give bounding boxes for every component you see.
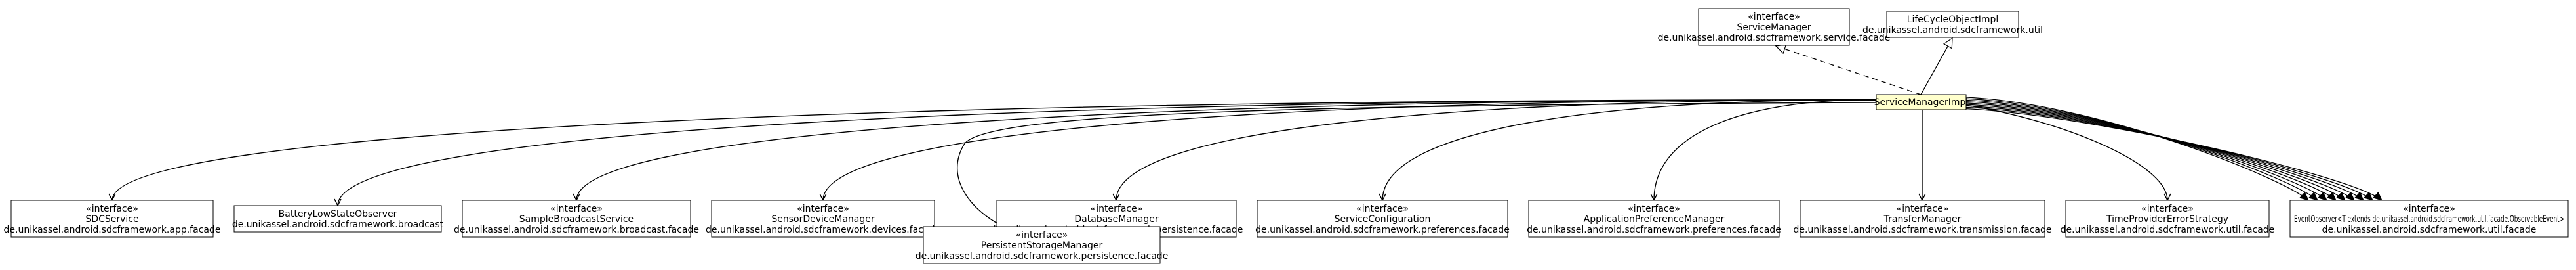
node-name: EventObserver<T extends de.unikassel.and… xyxy=(2294,214,2564,225)
dependency-edge-3 xyxy=(823,99,1877,200)
node-name: BatteryLowStateObserver xyxy=(279,209,397,219)
node-stereotype: «interface» xyxy=(1016,230,1068,240)
node-stereotype: «interface» xyxy=(86,204,138,214)
event-observer-edge-5 xyxy=(1965,104,2355,201)
node-package: de.unikassel.android.sdcframework.util xyxy=(1862,25,2043,35)
node-package: de.unikassel.android.sdcframework.util.f… xyxy=(2061,225,2275,235)
node-name: PersistentStorageManager xyxy=(981,240,1103,251)
node-package: de.unikassel.android.sdcframework.device… xyxy=(706,225,940,235)
row-node-application-preference-manager: «interface» ApplicationPreferenceManager… xyxy=(1527,200,1781,238)
dependency-edge-8 xyxy=(1965,104,2167,200)
center-node-box xyxy=(1876,94,1967,110)
event-observer-edge-1 xyxy=(1965,98,2318,201)
node-package: de.unikassel.android.sdcframework.app.fa… xyxy=(4,225,221,235)
dependency-edge-4 xyxy=(1116,99,1877,200)
node-name: TransferManager xyxy=(1883,214,1962,225)
node-package: de.unikassel.android.sdcframework.broadc… xyxy=(232,219,444,230)
node-stereotype: «interface» xyxy=(1628,204,1680,214)
node-name: SampleBroadcastService xyxy=(519,214,634,225)
node-stereotype: «interface» xyxy=(2403,204,2455,214)
dependency-edge-6 xyxy=(1654,99,1877,200)
implements-service-manager-edge xyxy=(1776,46,1922,95)
node-name: ServiceManager xyxy=(1737,22,1811,33)
row-node-transfer-manager: «interface» TransferManager de.unikassel… xyxy=(1793,200,2052,238)
node-stereotype: «interface» xyxy=(1356,204,1409,214)
node-package: de.unikassel.android.sdcframework.prefer… xyxy=(1255,225,1510,235)
extends-lifecycle-object-edge xyxy=(1920,38,1952,95)
diagram-edges xyxy=(112,38,2383,238)
event-observer-edge-2 xyxy=(1965,99,2327,201)
event-observer-edge-0 xyxy=(1965,97,2309,201)
node-stereotype: «interface» xyxy=(2141,204,2194,214)
dependency-edge-1 xyxy=(338,99,1877,206)
dependency-edge-5 xyxy=(1382,99,1877,200)
node-package: de.unikassel.android.sdcframework.broadc… xyxy=(454,225,699,235)
row-node-service-configuration: «interface» ServiceConfiguration de.unik… xyxy=(1255,200,1510,238)
row-node-event-observer: «interface» EventObserver<T extends de.u… xyxy=(2289,200,2569,238)
dependency-edge-2 xyxy=(576,99,1877,200)
event-observer-edge-8 xyxy=(1965,108,2383,201)
dependency-edge-0 xyxy=(112,99,1877,200)
node-name: TimeProviderErrorStrategy xyxy=(2106,214,2228,225)
node-name: ServiceConfiguration xyxy=(1335,214,1431,225)
row-node-battery-low-state-observer: BatteryLowStateObserver de.unikassel.and… xyxy=(232,205,444,233)
top-node-service-manager: «interface» ServiceManager de.unikassel.… xyxy=(1658,8,1891,46)
node-name: SensorDeviceManager xyxy=(771,214,874,225)
event-observer-edge-3 xyxy=(1965,101,2337,201)
node-stereotype: «interface» xyxy=(1091,204,1143,214)
event-observer-edge-6 xyxy=(1965,105,2364,201)
dependency-edge-persistent-storage xyxy=(957,102,1877,227)
node-name: DatabaseManager xyxy=(1074,214,1158,225)
row-node-time-provider-error-strategy: «interface» TimeProviderErrorStrategy de… xyxy=(2061,200,2275,238)
node-name: LifeCycleObjectImpl xyxy=(1907,14,1999,25)
node-package: de.unikassel.android.sdcframework.util.f… xyxy=(2322,225,2537,235)
bottom-node-persistent-storage-manager: «interface» PersistentStorageManager de.… xyxy=(916,226,1169,264)
row-node-sdc-service: «interface» SDCService de.unikassel.andr… xyxy=(4,200,221,238)
top-node-lifecycle-object-impl: LifeCycleObjectImpl de.unikassel.android… xyxy=(1862,11,2043,38)
node-stereotype: «interface» xyxy=(1748,12,1800,22)
center-node-label: ServiceManagerImpl xyxy=(1874,97,1969,108)
node-package: de.unikassel.android.sdcframework.persis… xyxy=(916,251,1169,261)
row-node-sample-broadcast-service: «interface» SampleBroadcastService de.un… xyxy=(454,200,699,238)
node-stereotype: «interface» xyxy=(550,204,603,214)
node-name: ApplicationPreferenceManager xyxy=(1584,214,1725,225)
node-stereotype: «interface» xyxy=(797,204,849,214)
node-package: de.unikassel.android.sdcframework.transm… xyxy=(1793,225,2051,235)
node-package: de.unikassel.android.sdcframework.prefer… xyxy=(1527,225,1781,235)
event-observer-edge-4 xyxy=(1965,102,2346,201)
node-stereotype: «interface» xyxy=(1897,204,1949,214)
node-package: de.unikassel.android.sdcframework.servic… xyxy=(1658,33,1891,43)
center-node: ServiceManagerImpl xyxy=(1874,94,1969,110)
row-node-sensor-device-manager: «interface» SensorDeviceManager de.unika… xyxy=(706,200,940,238)
node-name: SDCService xyxy=(85,214,138,225)
